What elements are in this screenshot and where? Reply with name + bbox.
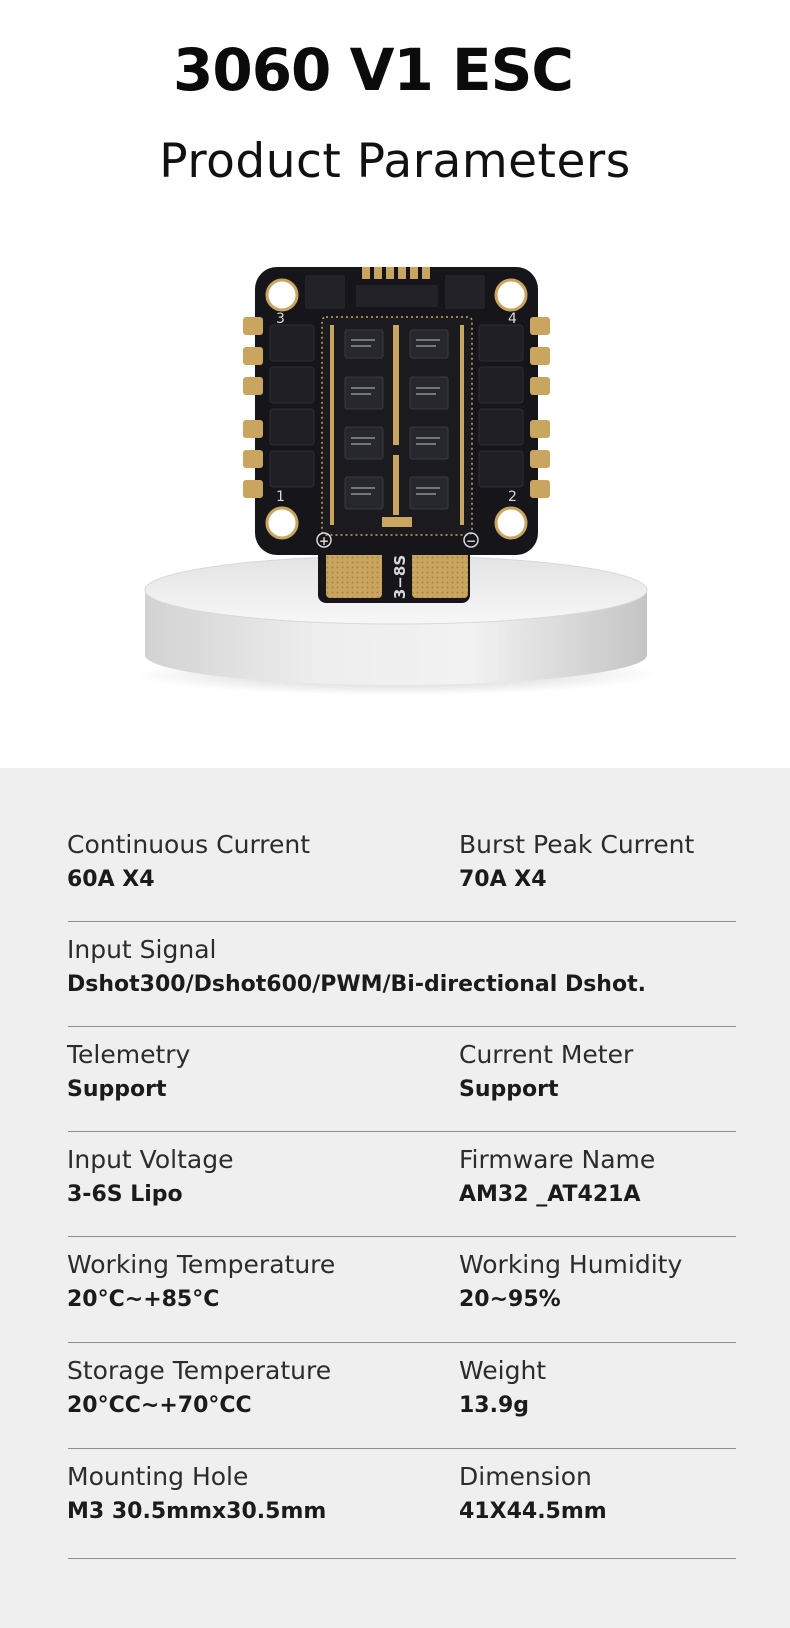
board-model-mark: 3−8S (391, 555, 409, 599)
param-value: Support (67, 1077, 167, 1102)
param-value: AM32 _AT421A (459, 1182, 641, 1207)
param-value: M3 30.5mmx30.5mm (67, 1499, 327, 1524)
param-label: Dimension (459, 1462, 592, 1491)
param-storage-temperature: Storage Temperature 20°CC~+70°CC (67, 1356, 331, 1420)
param-working-temperature: Working Temperature 20°C~+85°C (67, 1250, 335, 1314)
param-telemetry: Telemetry Support (67, 1040, 190, 1104)
mosfets (269, 324, 524, 488)
page-title: 3060 V1 ESC (172, 36, 574, 104)
page-subtitle: Product Parameters (159, 134, 631, 189)
row-divider (68, 1558, 736, 1559)
motor-pads-left (243, 317, 263, 498)
param-label: Input Voltage (67, 1145, 234, 1174)
param-label: Input Signal (67, 935, 217, 964)
row-divider (68, 921, 736, 922)
param-input-signal: Input Signal Dshot300/Dshot600/PWM/Bi-di… (67, 935, 646, 999)
motor-pads-right (530, 317, 550, 498)
positive-mark: + (319, 534, 329, 548)
parameters-section: Continuous Current 60A X4 Burst Peak Cur… (0, 768, 790, 1628)
param-label: Mounting Hole (67, 1462, 249, 1491)
param-label: Working Temperature (67, 1250, 336, 1279)
power-pad-negative (412, 550, 468, 598)
param-label: Working Humidity (459, 1250, 683, 1279)
param-value: 41X44.5mm (459, 1499, 607, 1524)
param-working-humidity: Working Humidity 20~95% (459, 1250, 682, 1314)
mount-hole (265, 506, 299, 540)
esc-board-image: 3−8S (134, 267, 658, 695)
row-divider (68, 1131, 736, 1132)
param-mounting-hole: Mounting Hole M3 30.5mmx30.5mm (67, 1462, 326, 1526)
motor-3-mark: 3 (276, 311, 285, 327)
row-divider (68, 1236, 736, 1237)
param-label: Continuous Current (67, 830, 311, 859)
esc-board: 3−8S (243, 267, 550, 603)
param-burst-peak-current: Burst Peak Current 70A X4 (459, 830, 694, 894)
mount-hole (494, 506, 528, 540)
param-label: Telemetry (67, 1040, 191, 1069)
param-value: Dshot300/Dshot600/PWM/Bi-directional Dsh… (67, 972, 646, 997)
param-value: 60A X4 (67, 867, 155, 892)
signal-pads (362, 267, 430, 279)
motor-4-mark: 4 (508, 311, 517, 327)
param-input-voltage: Input Voltage 3-6S Lipo (67, 1145, 233, 1209)
row-divider (68, 1026, 736, 1027)
pedestal (134, 555, 658, 695)
motor-2-mark: 2 (508, 489, 517, 505)
param-label: Firmware Name (459, 1145, 656, 1174)
param-value: 20~95% (459, 1287, 561, 1312)
param-value: 20°CC~+70°CC (67, 1393, 252, 1418)
param-value: 20°C~+85°C (67, 1287, 220, 1312)
motor-1-mark: 1 (276, 489, 285, 505)
param-label: Current Meter (459, 1040, 634, 1069)
param-firmware-name: Firmware Name AM32 _AT421A (459, 1145, 655, 1209)
param-value: Support (459, 1077, 559, 1102)
param-continuous-current: Continuous Current 60A X4 (67, 830, 310, 894)
param-value: 3-6S Lipo (67, 1182, 183, 1207)
param-label: Weight (459, 1356, 547, 1385)
param-value: 70A X4 (459, 867, 547, 892)
param-label: Burst Peak Current (459, 830, 695, 859)
param-label: Storage Temperature (67, 1356, 332, 1385)
param-weight: Weight 13.9g (459, 1356, 546, 1420)
row-divider (68, 1448, 736, 1449)
power-pad-positive (326, 550, 382, 598)
mount-hole (494, 278, 528, 312)
hero-section: 3060 V1 ESC Product Parameters (0, 0, 790, 768)
param-current-meter: Current Meter Support (459, 1040, 633, 1104)
negative-mark: − (466, 534, 476, 548)
row-divider (68, 1342, 736, 1343)
mount-hole (265, 278, 299, 312)
param-dimension: Dimension 41X44.5mm (459, 1462, 607, 1526)
param-value: 13.9g (459, 1393, 530, 1418)
